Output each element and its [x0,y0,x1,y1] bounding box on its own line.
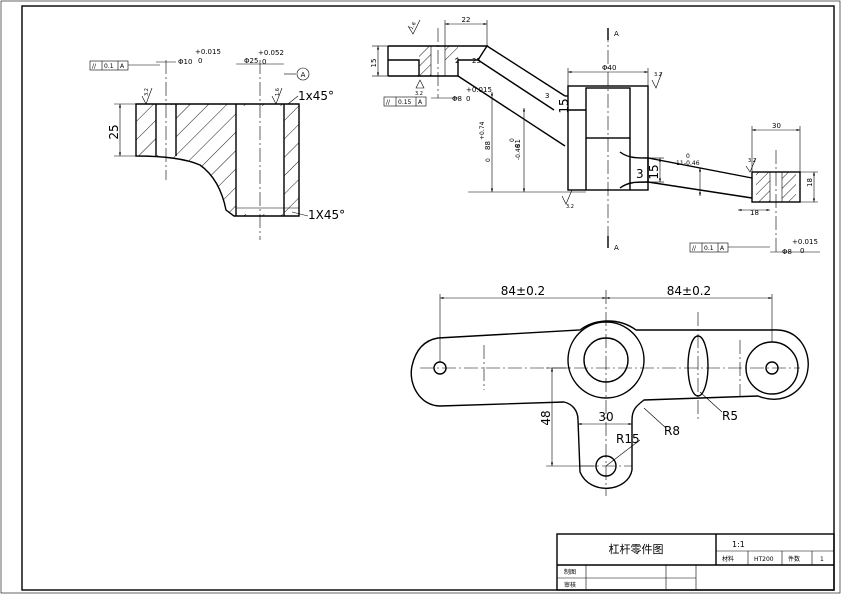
title-checked-label: 审核 [564,581,576,589]
title-material: HT200 [754,556,774,563]
left-tol-box [89,60,129,71]
left-tol-datum: A [120,63,125,70]
section-tol-left-symbol: // [386,99,391,106]
section-dim-a-value: 88 [484,141,492,150]
section-roughness-top-right: 3.2 [654,72,662,78]
plan-dim-r15: R15 [616,432,640,446]
section-bore-right-lower: 0 [800,247,804,255]
section-bore-left-dia: Φ8 [452,95,462,103]
plan-dim-left: 84±0.2 [501,284,545,298]
left-tol-value: 0.1 [104,63,114,70]
section-left-boss-hatch-2 [445,46,458,60]
section-dim-3-right: 3 [636,167,644,181]
section-dim-a-lower: 0 [485,158,492,162]
section-tol-left-value: 0.15 [398,99,412,106]
section-right-boss-hatch-1 [756,172,770,202]
plan-dim-r5: R5 [722,409,738,423]
left-small-bore-lower: 0 [198,57,202,65]
title-drawing-name: 杠杆零件图 [609,542,664,556]
section-roughness-bottom: 3.2 [566,204,574,210]
section-tol-right-datum: A [720,245,725,252]
section-view: A A 22 15 2 25 Φ8 +0.015 0 // 0.15 A 1.6… [370,16,820,256]
left-chamfer-bottom: 1X45° [308,208,345,222]
plan-lever-outline [410,320,809,489]
section-tol-right-symbol: // [692,245,697,252]
plan-dim-r8: R8 [664,424,680,438]
section-dim-b-lower: -0.46 [515,144,522,160]
section-roughness-top-left: 1.6 [409,21,418,31]
title-block: 杠杆零件图 1:1 材料 HT200 件数 1 制图 审核 [556,533,835,591]
left-tol-symbol: // [92,63,97,70]
section-bore-right-dia: Φ8 [782,248,792,256]
section-dim-flange: 15 [370,59,378,68]
left-small-bore-dia: Φ10 [178,58,192,66]
left-roughness-1: 3.2 [144,88,150,96]
left-large-bore-upper: +0.052 [258,49,284,57]
section-dim-b-upper: 0 [509,138,516,142]
section-roughness-right: 3.2 [748,158,756,164]
section-bore-right-upper: +0.015 [792,238,818,246]
section-dim-30: 30 [772,122,781,130]
section-dim-15-right: 15 [647,164,661,179]
section-dim-b-value: 81 [514,139,522,148]
left-chamfer-top: 1x45° [298,89,334,103]
left-large-bore-dia: Φ25 [244,57,258,65]
section-left-boss-hatch-1 [419,46,431,76]
section-tol-right-value: 0.1 [704,245,714,252]
left-view: 25 // 0.1 A Φ10 +0.015 0 Φ25 +0.052 0 A … [89,48,345,240]
section-tol-right-box [689,242,729,253]
section-dim-a-upper: +0.74 [479,121,486,140]
section-mark-top: A [614,30,619,38]
section-dim-c-upper: 0 [686,153,690,160]
left-small-bore-upper: +0.015 [195,48,221,56]
plan-dim-30: 30 [598,410,613,424]
section-dim-c-value: 11 [676,160,684,167]
section-dim-18-bottom: 18 [750,209,759,217]
section-dim-c-lower: -0.46 [684,160,700,167]
left-view-outline [135,103,300,217]
title-material-label: 材料 [722,555,734,563]
plan-view: 84±0.2 84±0.2 48 30 R15 R8 R5 [410,284,809,496]
section-dim-3-top: 3 [545,92,549,100]
title-quantity: 1 [820,556,824,563]
section-dim-top-width: 22 [462,16,471,24]
section-dim-18-right: 18 [806,178,814,187]
title-quantity-label: 件数 [788,555,800,563]
section-dim-25: 25 [472,57,481,65]
section-dim-d40: Φ40 [602,64,616,72]
section-bore-left-lower: 0 [466,95,470,103]
section-roughness-mid-left: 3.2 [415,91,423,97]
left-datum-label: A [301,71,306,79]
left-roughness-2: 1.6 [275,88,281,96]
plan-dim-48: 48 [539,410,553,425]
left-large-bore-lower: 0 [262,58,266,66]
title-scale: 1:1 [732,540,745,549]
section-dim-angle: 2 [455,57,459,65]
section-right-boss-hatch-2 [782,172,796,202]
section-mark-bottom: A [614,244,619,252]
left-dim-height: 25 [107,124,121,139]
plan-dim-right: 84±0.2 [667,284,711,298]
section-tol-left-box [383,96,427,107]
inner-frame [21,5,835,591]
section-tol-left-datum: A [418,99,423,106]
section-bore-left-upper: +0.015 [466,86,492,94]
left-datum-circle [296,67,310,81]
section-dim-15-vert: 15 [557,98,571,113]
title-drawn-label: 制图 [564,568,576,576]
